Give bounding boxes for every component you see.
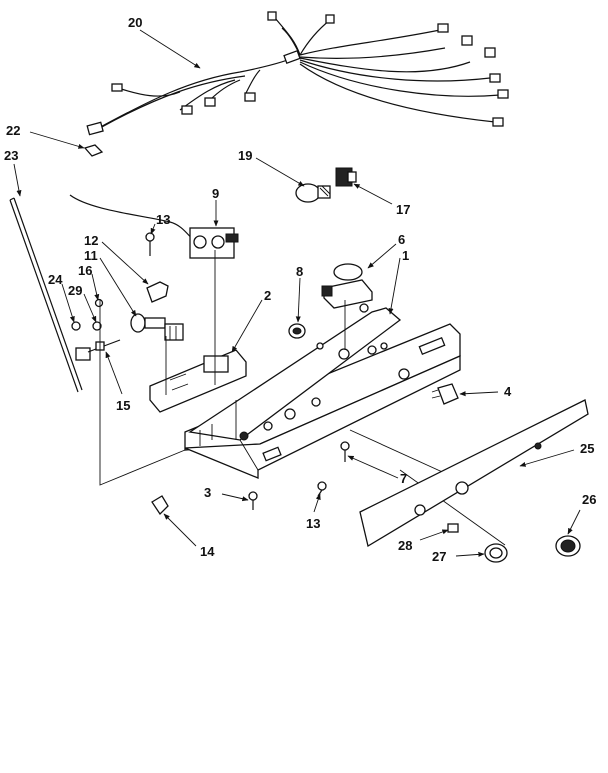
callout-labels: 20 22 23 19 17 9 13 12 11 16 24 29 6 1 8… <box>4 15 596 564</box>
callout-29: 29 <box>68 283 82 298</box>
callout-1: 1 <box>402 248 409 263</box>
callout-12: 12 <box>84 233 98 248</box>
lamp-socket <box>335 167 357 187</box>
wire-harness <box>86 11 509 136</box>
callout-24: 24 <box>48 272 63 287</box>
screw-7 <box>340 441 350 462</box>
washer-29 <box>92 298 104 331</box>
callout-11: 11 <box>84 248 98 263</box>
callout-22: 22 <box>6 123 20 138</box>
leader-lines <box>13 29 581 557</box>
callout-16: 16 <box>78 263 92 278</box>
callout-2: 2 <box>264 288 271 303</box>
light-switch <box>431 383 459 405</box>
knob-small <box>484 543 508 563</box>
control-panel <box>359 399 589 548</box>
grommet <box>288 323 306 339</box>
knob-clip <box>447 523 459 533</box>
damper-lever <box>75 339 121 361</box>
callout-27: 27 <box>432 549 446 564</box>
callout-13-upper: 13 <box>156 212 170 227</box>
callout-14: 14 <box>200 544 215 559</box>
screw-3 <box>248 491 258 510</box>
screw-upper <box>145 232 155 256</box>
callout-25: 25 <box>580 441 594 456</box>
control-housing <box>184 303 461 479</box>
callout-4: 4 <box>504 384 512 399</box>
defrost-timer <box>321 263 373 309</box>
callout-15: 15 <box>116 398 130 413</box>
callout-26: 26 <box>582 492 596 507</box>
screw-13-lower <box>317 481 327 497</box>
callout-3: 3 <box>204 485 211 500</box>
wire-clip <box>83 144 104 157</box>
callout-8: 8 <box>296 264 303 279</box>
support-rod <box>9 197 83 393</box>
control-bracket <box>149 349 247 413</box>
callout-7: 7 <box>400 471 407 486</box>
retainer-clip <box>151 495 169 516</box>
bracket <box>146 281 169 303</box>
temperature-control <box>69 194 239 259</box>
callout-17: 17 <box>396 202 410 217</box>
callout-20: 20 <box>128 15 142 30</box>
callout-28: 28 <box>398 538 412 553</box>
callout-23: 23 <box>4 148 18 163</box>
callout-6: 6 <box>398 232 405 247</box>
nut-24 <box>71 321 81 331</box>
callout-13-lower: 13 <box>306 516 320 531</box>
lamp-bulb <box>295 183 331 203</box>
callout-9: 9 <box>212 186 219 201</box>
knob-large <box>555 535 581 557</box>
callout-19: 19 <box>238 148 252 163</box>
control-shaft <box>130 313 184 341</box>
